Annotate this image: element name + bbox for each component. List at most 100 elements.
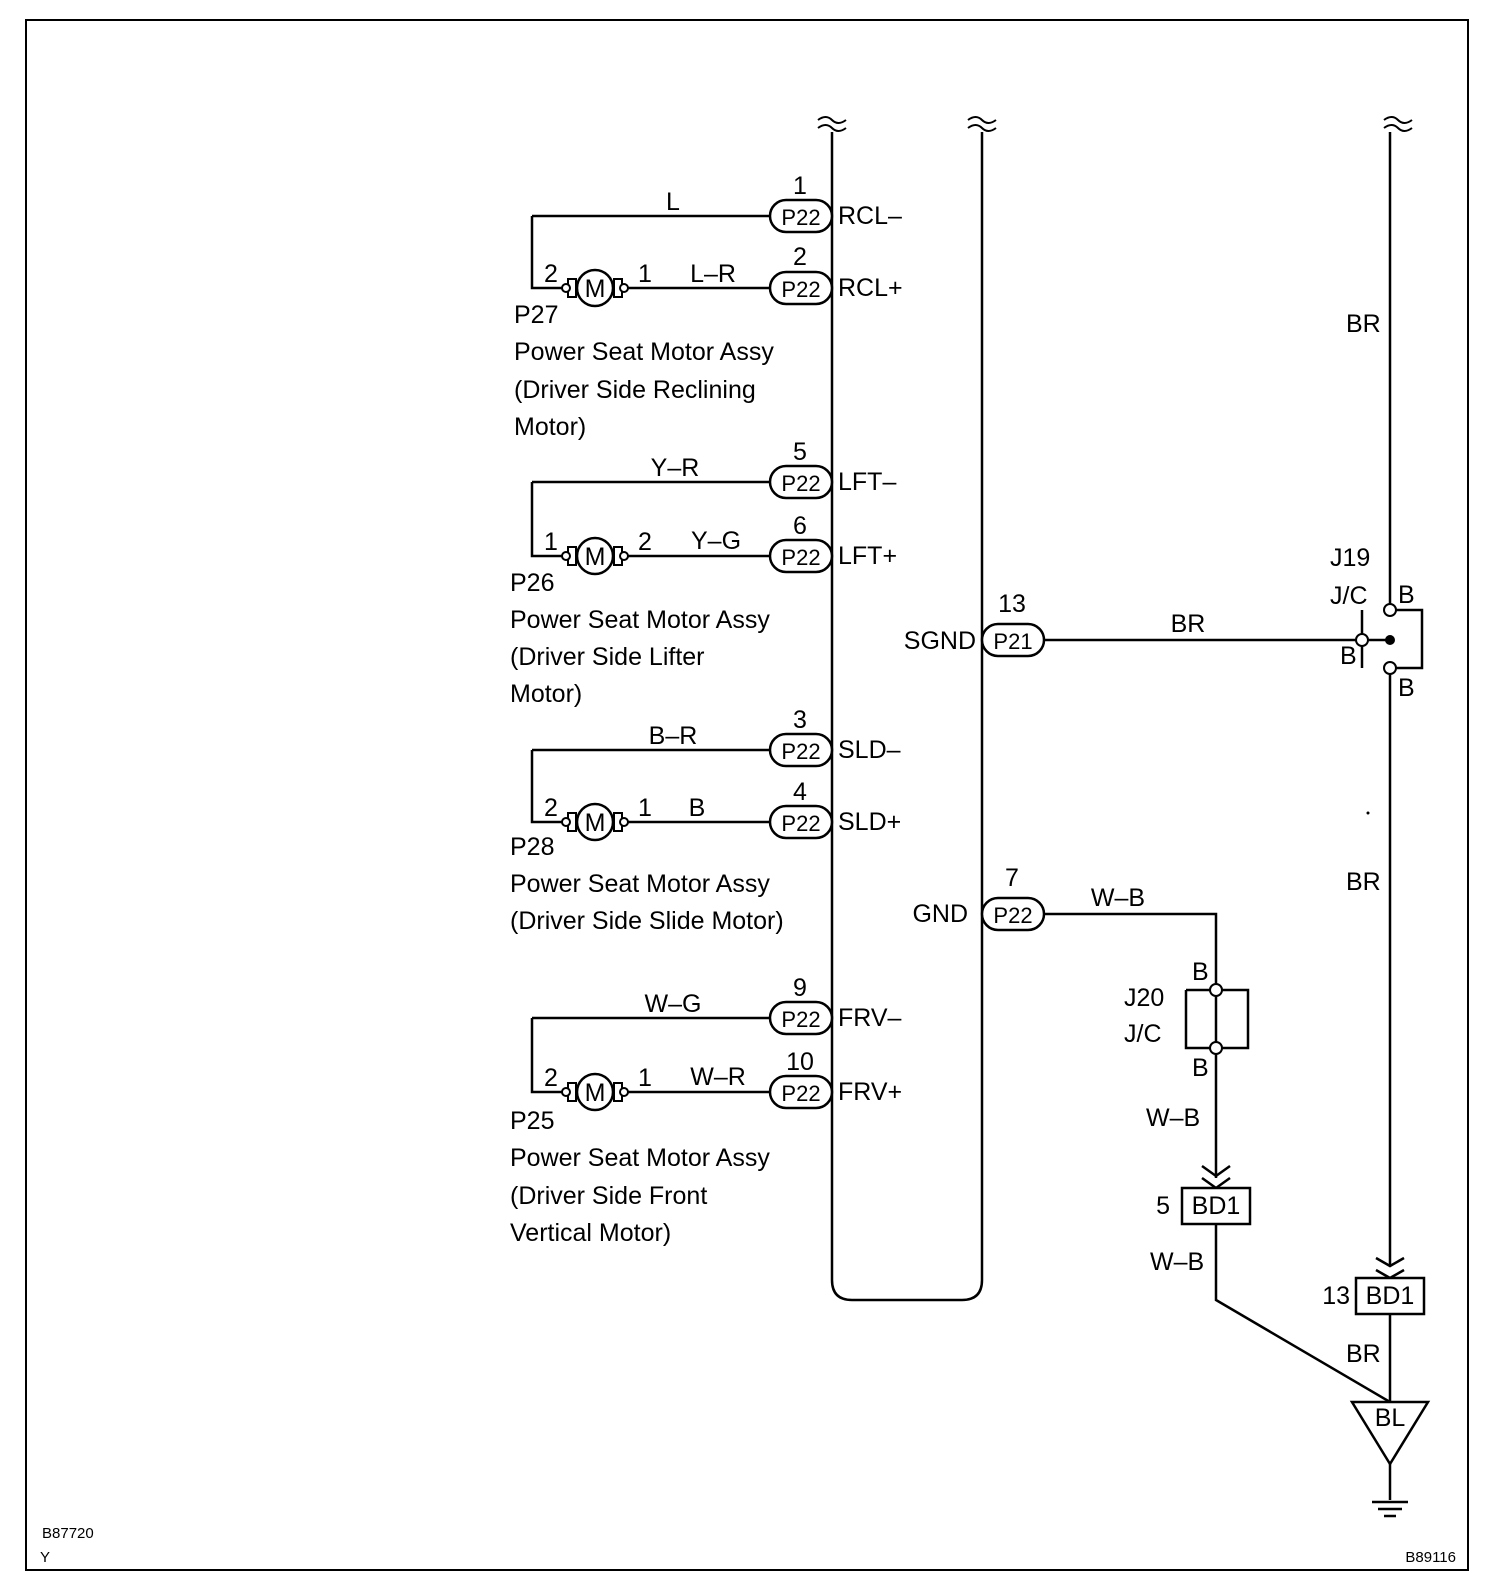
wire-color-label: W–B [1150,1248,1204,1276]
pin-number: 3 [793,706,807,734]
connector-p22 [768,270,834,306]
signal-label: LFT– [838,468,896,496]
junction-pin-label: B [1398,581,1415,609]
connector-p22 [768,732,834,768]
wire-gnd-wb [1044,912,1218,984]
junction-j19: J19 J/C B B B [1330,544,1424,702]
signal-label: FRV– [838,1004,902,1032]
motor-symbol: M [561,802,629,842]
component-ref: P25 [510,1107,554,1135]
connector-label: P22 [781,205,820,230]
motor-pin: 1 [638,260,652,288]
signal-label: SLD+ [838,808,901,836]
motor-pin: 1 [544,528,558,556]
component-name: (Driver Side Reclining [514,376,756,404]
connector-label: P22 [781,811,820,836]
junction-j20: J20 J/C B B [1124,958,1250,1082]
signal-label: RCL– [838,202,902,230]
junction-type: J/C [1124,1020,1162,1048]
connector-p22 [768,804,834,840]
wire-color-label: W–B [1146,1104,1200,1132]
motor-pin: 2 [544,794,558,822]
wire-color-label: L–R [690,260,736,288]
motor-pin: 1 [638,794,652,822]
junction-ref: J19 [1330,544,1370,572]
pin-number: 9 [793,974,807,1002]
component-name: (Driver Side Lifter [510,643,705,671]
connector-label: P22 [993,903,1032,928]
wire-color-label: W–B [1091,884,1145,912]
wire-color-label: BR [1346,310,1381,338]
component-ref: P27 [514,301,558,329]
ground-triangle [1349,1400,1431,1467]
harness-loop [830,132,984,1302]
connector-p22 [980,896,1046,932]
junction-pin-label: B [1192,1054,1209,1082]
ground-point-bl: BL [1349,1400,1431,1518]
connector-label: P22 [781,277,820,302]
wire-color-label: Y–G [691,527,741,555]
signal-label: RCL+ [838,274,903,302]
pin-number: 1 [793,172,807,200]
pin-number: 13 [998,590,1026,618]
connector-p21 [980,622,1046,658]
motor-group-front-vertical: M P22 P22 9 10 FRV– FRV+ W–G W–R 2 1 P25… [510,974,902,1247]
connector-label: P22 [781,1007,820,1032]
component-name: Vertical Motor) [510,1219,671,1247]
motor-letter: M [585,1079,606,1107]
ground-symbol [1372,1500,1408,1518]
figure-code-right: B89116 [1405,1549,1456,1566]
component-name: Power Seat Motor Assy [510,606,770,634]
connector-p22 [768,464,834,500]
pin-number: 2 [793,243,807,271]
signal-label: LFT+ [838,542,897,570]
component-name: Power Seat Motor Assy [510,870,770,898]
motor-symbol: M [561,536,629,576]
motor-group-lifter: M P22 P22 5 6 LFT– LFT+ Y–R Y–G 1 2 P26 … [510,438,897,708]
diagram-frame [25,19,1469,1571]
connector-label: P22 [781,471,820,496]
connector-label: P21 [993,629,1032,654]
gnd-circuit: P22 7 GND W–B [912,864,1218,984]
motor-letter: M [585,543,606,571]
connector-label: P22 [781,545,820,570]
component-name: Power Seat Motor Assy [514,338,774,366]
connector-label: BD1 [1192,1192,1241,1220]
connector-p22 [768,198,834,234]
j19-pin [1383,603,1397,617]
motor-pin: 2 [544,1064,558,1092]
pin-number: 13 [1322,1282,1350,1310]
component-name: (Driver Side Front [510,1182,707,1210]
j19-pin [1355,633,1369,647]
connector-label: P22 [781,739,820,764]
wire-color-label: BR [1346,1340,1381,1368]
pin-number: 5 [793,438,807,466]
bd1-right-connector: BD1 13 BR [1322,1276,1426,1402]
sgnd-circuit: P21 13 SGND BR [904,590,1358,658]
j20-pin [1209,983,1223,997]
motor-pin: 1 [638,1064,652,1092]
connector-p22 [768,1074,834,1110]
pin-number: 7 [1005,864,1019,892]
connector-p22 [768,1000,834,1036]
pin-number: 6 [793,512,807,540]
motor-group-slide: M P22 P22 3 4 SLD– SLD+ B–R B 2 1 P28 Po… [510,706,901,935]
connector-label: BD1 [1366,1282,1415,1310]
motor-letter: M [585,275,606,303]
component-name: Power Seat Motor Assy [510,1144,770,1172]
component-name: Motor) [514,413,586,441]
wire-color-label: B [689,794,706,822]
component-ref: P26 [510,569,554,597]
wire-color-label: L [666,188,680,216]
component-name: Motor) [510,680,582,708]
wire-break-symbols [817,116,1413,132]
figure-letter: Y [40,1549,50,1566]
wire-color-label: B–R [649,722,698,750]
motor-letter: M [585,809,606,837]
motor-symbol: M [561,1072,629,1112]
motor-pin: 2 [638,528,652,556]
component-name: (Driver Side Slide Motor) [510,907,784,935]
junction-type: J/C [1330,582,1368,610]
ground-label: BL [1375,1404,1406,1432]
wire-color-label: W–R [690,1063,746,1091]
